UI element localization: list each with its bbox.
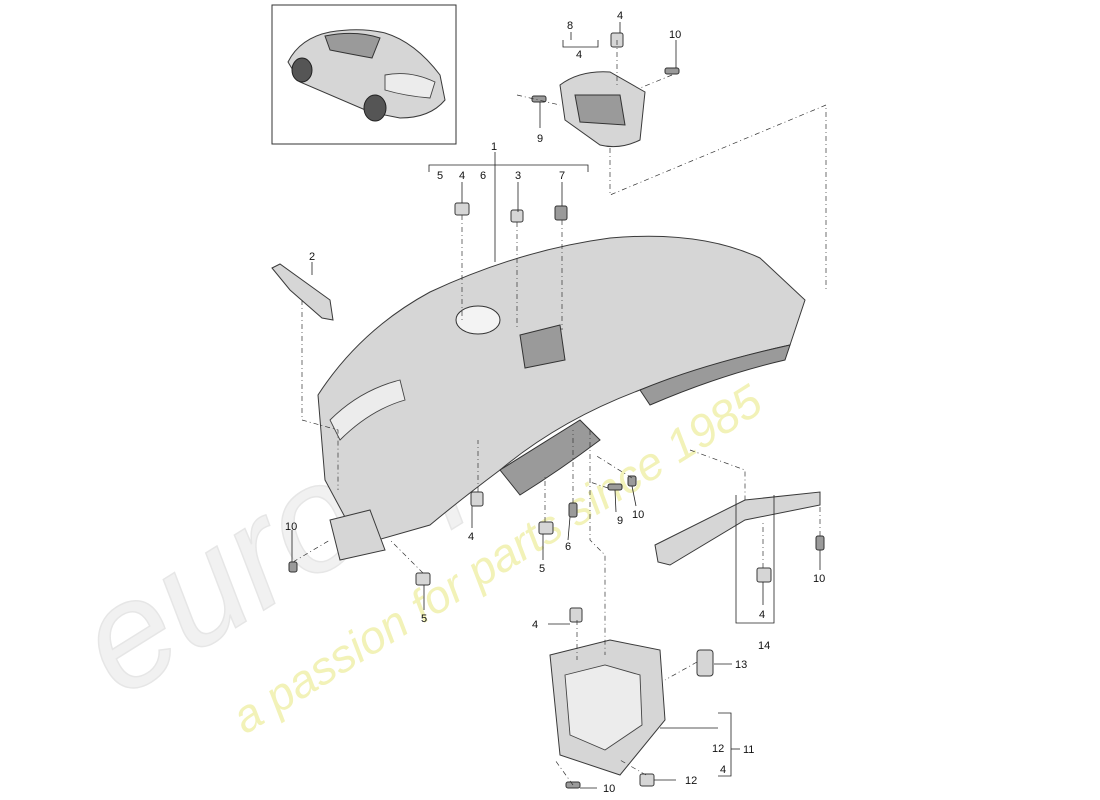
sensor-13 (696, 649, 714, 677)
callout-13: 13 (735, 659, 747, 671)
screw-mid-10 (627, 475, 637, 487)
callout-14: 14 (758, 640, 770, 652)
screw-mid-9 (607, 483, 623, 491)
screw-top-10 (664, 67, 680, 75)
callout-10-right: 10 (813, 573, 825, 585)
callout-4-lower-left: 4 (468, 531, 474, 543)
console-inner (564, 664, 643, 751)
callout-2: 2 (309, 251, 315, 263)
clip-left-5 (415, 572, 431, 586)
callout-4-right: 4 (759, 609, 765, 621)
callout-3-top: 3 (515, 170, 521, 182)
clip-bottom-12 (639, 773, 655, 787)
callout-4-console: 4 (532, 619, 538, 631)
callout-4-top-left: 4 (459, 170, 465, 182)
callout-10-top: 10 (669, 29, 681, 41)
callout-labels: 1 2 3 4 5 6 7 8 4 4 10 9 10 4 5 6 9 10 5… (285, 10, 825, 795)
callout-8: 8 (567, 20, 573, 32)
callout-6-lower: 6 (565, 541, 571, 553)
callout-7: 7 (559, 170, 565, 182)
clip-lower-6 (568, 502, 578, 518)
airbag-module (559, 71, 646, 148)
callout-5-top: 5 (437, 170, 443, 182)
callout-5-lower-mid: 5 (539, 563, 545, 575)
trim-strip (271, 263, 334, 321)
callout-5-lower-left: 5 (421, 613, 427, 625)
callout-10-bottom: 10 (603, 783, 615, 795)
clip-top-7 (554, 205, 568, 221)
vehicle-thumbnail (271, 4, 457, 145)
callout-10-left: 10 (285, 521, 297, 533)
leader-lines (291, 22, 821, 789)
screw-top-9 (531, 95, 547, 103)
clip-console-4 (569, 607, 583, 623)
callout-12-b: 12 (685, 775, 697, 787)
callout-4-console-right: 4 (720, 764, 726, 776)
side-bracket-left (329, 509, 386, 561)
assembly-lines (292, 40, 827, 786)
callout-12-a: 12 (712, 743, 724, 755)
clip-top-4 (454, 202, 470, 216)
dashboard-carrier (317, 235, 806, 546)
clip-lower-5 (538, 521, 554, 535)
clip-top-3 (510, 209, 524, 223)
clip-right-4 (756, 567, 772, 583)
callout-4-bracket: 4 (617, 10, 623, 22)
callout-11: 11 (743, 744, 754, 756)
callout-9-lower: 9 (617, 515, 623, 527)
callout-6-top: 6 (480, 170, 486, 182)
clip-lower-4 (470, 491, 484, 507)
screw-right-10 (815, 535, 825, 551)
screw-left-10 (288, 561, 298, 573)
callout-10-mid: 10 (632, 509, 644, 521)
callout-1: 1 (491, 141, 497, 153)
cross-member (654, 491, 821, 566)
callout-9-top: 9 (537, 133, 543, 145)
callout-4-under-8: 4 (576, 49, 582, 61)
